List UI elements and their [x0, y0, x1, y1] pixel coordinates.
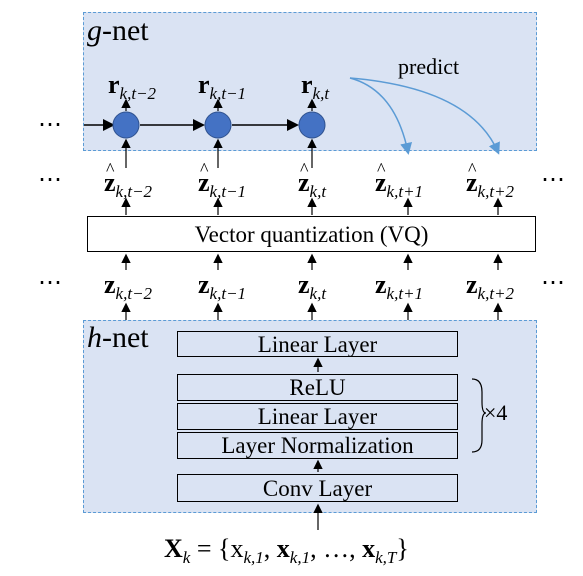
- z-label-t: zk,t: [298, 270, 327, 304]
- ellipsis-g-net: ⋯: [38, 112, 64, 138]
- predict-label: predict: [398, 54, 460, 79]
- input-formula: Xk = {xk,1, xk,1, …, xk,T}: [164, 534, 409, 568]
- ellipsis-z-right: ⋯: [541, 270, 567, 296]
- z-label-t-2: zk,t−2: [104, 270, 153, 304]
- zhat-label-t+2: zk,t+2: [466, 156, 514, 205]
- ellipsis-z-left: ⋯: [38, 270, 64, 296]
- z-label-t+2: zk,t+2: [466, 270, 515, 304]
- predict-arrow-t+1: [349, 77, 413, 155]
- predict-arrow-t+2: [349, 77, 500, 155]
- r-label-t: rk,t: [301, 70, 330, 104]
- ellipsis-zhat-left: ⋯: [38, 167, 64, 193]
- ellipsis-zhat-right: ⋯: [541, 167, 567, 193]
- z-label-t+1: zk,t+1: [375, 270, 424, 304]
- zhat-label-t: zk,t: [298, 156, 326, 205]
- g-net-title: g-net: [87, 14, 149, 47]
- conv-layer-box: Conv Layer: [177, 474, 458, 502]
- layer-normalization-box: Layer Normalization: [177, 432, 458, 459]
- vq-box: Vector quantization (VQ): [87, 216, 536, 252]
- z-label-t-1: zk,t−1: [198, 270, 247, 304]
- zhat-label-t+1: zk,t+1: [375, 156, 423, 205]
- zhat-label-t-1: zk,t−1: [198, 156, 246, 205]
- linear-layer-mid-box: Linear Layer: [177, 403, 458, 430]
- repeat-label: ×4: [484, 400, 508, 425]
- g-net-node-t-2: [112, 111, 140, 139]
- r-label-t-1: rk,t−1: [198, 70, 247, 104]
- g-net-node-t-1: [204, 111, 232, 139]
- repeat-bracket: [471, 378, 487, 453]
- zhat-label-t-2: zk,t−2: [104, 156, 152, 205]
- g-net-node-t: [298, 111, 326, 139]
- linear-layer-top-box: Linear Layer: [177, 331, 458, 357]
- h-net-title: h-net: [87, 321, 149, 354]
- r-label-t-2: rk,t−2: [108, 70, 157, 104]
- relu-box: ReLU: [177, 374, 458, 401]
